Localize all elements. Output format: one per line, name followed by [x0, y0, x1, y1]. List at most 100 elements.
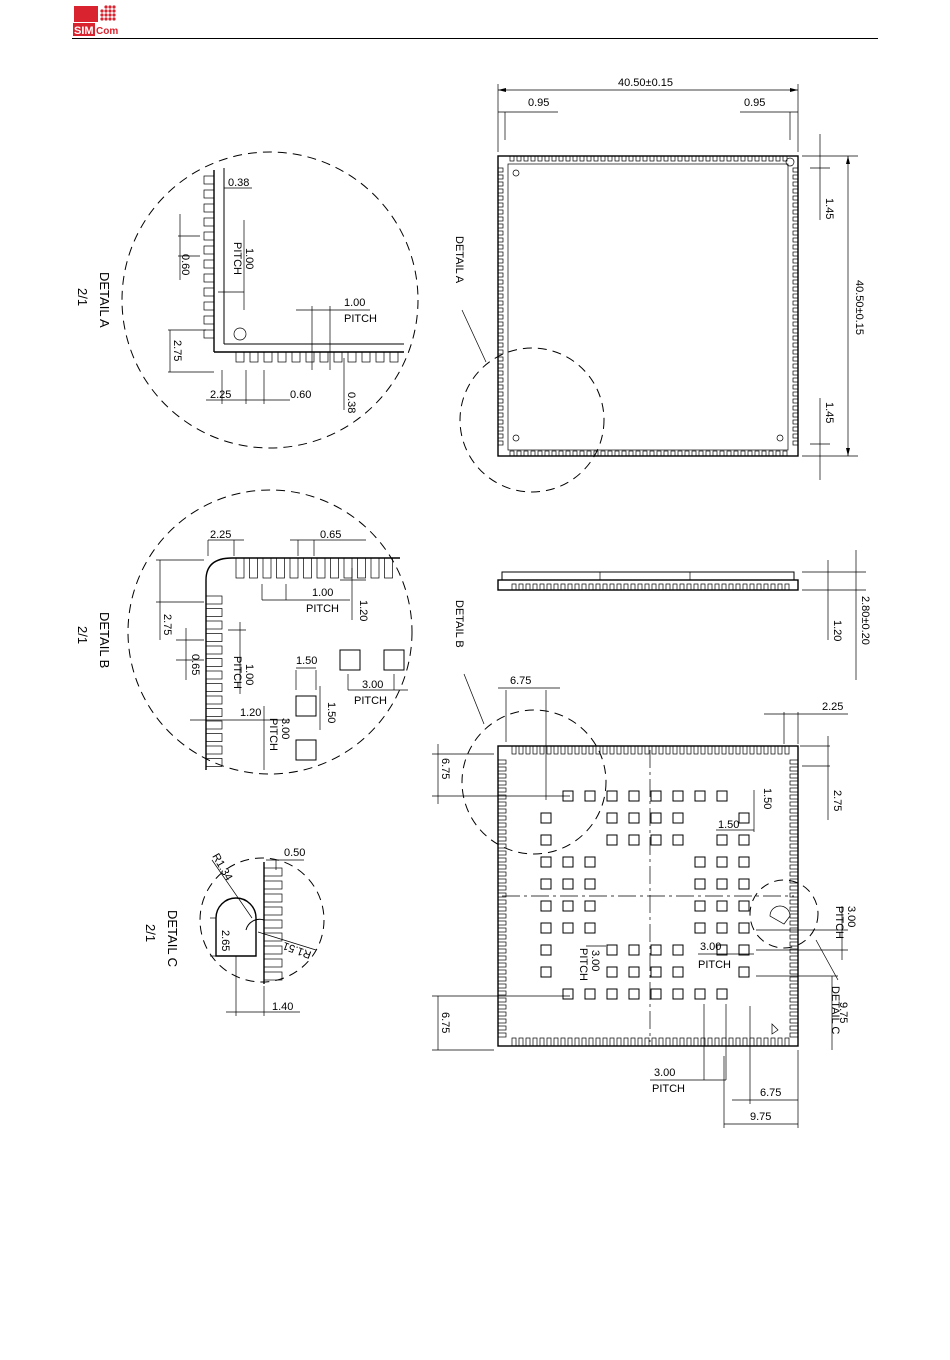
side-view-pin	[693, 583, 699, 591]
bottom-view-pad	[606, 966, 618, 978]
side-view-pin	[630, 583, 636, 591]
side-view-pin	[581, 583, 587, 591]
detail-a-dim-038-top: 0.38	[228, 177, 249, 189]
detail-b-dim-100-v-label: PITCH	[231, 656, 243, 689]
dim-height: 40.50±0.15	[853, 280, 865, 335]
bottom-view-pin	[789, 1025, 799, 1031]
bottom-view-pin	[756, 745, 762, 755]
bottom-view-pin	[735, 745, 741, 755]
top-view-pad	[792, 391, 799, 397]
top-view-pad	[782, 155, 788, 162]
detail-b: DETAIL B 2/1 2.25 0.65 2.75 1.00 PITCH 1…	[75, 489, 413, 775]
detail-b-pin	[205, 658, 223, 667]
bottom-view-pin	[518, 745, 524, 755]
bottom-view-pin	[789, 759, 799, 765]
side-view-pin	[707, 583, 713, 591]
top-view-pad	[792, 314, 799, 320]
bottom-view-pin	[497, 815, 507, 821]
top-view-pad	[792, 181, 799, 187]
bottom-view-pad	[540, 812, 552, 824]
side-view-pin	[588, 583, 594, 591]
side-view-pin	[525, 583, 531, 591]
top-view-pad	[614, 450, 620, 457]
bottom-view-pin	[574, 745, 580, 755]
top-view-pad	[497, 279, 504, 285]
bottom-view-pin	[789, 983, 799, 989]
bottom-dim-975-bottom: 9.75	[750, 1111, 771, 1123]
bottom-view-pad	[650, 988, 662, 1000]
top-view-pad	[712, 155, 718, 162]
detail-c-title: DETAIL C	[165, 910, 180, 967]
top-view-pad	[497, 286, 504, 292]
bottom-view-pin	[546, 1037, 552, 1047]
detail-a-pin	[203, 203, 215, 213]
detail-b-pin	[205, 733, 223, 742]
detail-c-pin	[263, 893, 283, 903]
bottom-view-pad	[716, 790, 728, 802]
detail-b-pin	[343, 557, 353, 579]
detail-a-pin	[249, 351, 259, 363]
bottom-view-pin	[742, 1037, 748, 1047]
top-view-pad	[698, 155, 704, 162]
top-view-pad	[551, 155, 557, 162]
detail-c: DETAIL C 2/1 R1.34 0.50 2.65 R1.51 1.40	[143, 847, 325, 1016]
detail-b-dim-300-h-label: PITCH	[354, 695, 387, 707]
bottom-view-pin	[789, 948, 799, 954]
bottom-view-pin	[789, 766, 799, 772]
bottom-view-pad	[716, 922, 728, 934]
bottom-view-pad	[716, 988, 728, 1000]
bottom-view-pin	[686, 745, 692, 755]
detail-b-pin	[316, 557, 326, 579]
bottom-view-pad	[694, 922, 706, 934]
bottom-view-pin	[567, 1037, 573, 1047]
bottom-view-pin	[581, 745, 587, 755]
side-view-pin	[609, 583, 615, 591]
side-view-pin	[511, 583, 517, 591]
bottom-dim-300-bottom-value: 3.00	[654, 1067, 675, 1079]
top-view-pad	[792, 328, 799, 334]
bottom-view-pad	[738, 900, 750, 912]
bottom-view-pin	[789, 913, 799, 919]
top-view-pad	[719, 450, 725, 457]
bottom-view-pin	[497, 969, 507, 975]
bottom-view-pin	[714, 1037, 720, 1047]
detail-b-pin	[205, 620, 223, 630]
bottom-view-pin	[497, 871, 507, 877]
detail-b-dim-275: 2.75	[161, 614, 173, 635]
top-view-pad	[497, 412, 504, 418]
bottom-view-pin	[789, 969, 799, 975]
bottom-view-pad	[628, 790, 640, 802]
top-view-pad	[497, 314, 504, 320]
top-view-pad	[649, 155, 655, 162]
top-view-pad	[792, 384, 799, 390]
bottom-view-pad	[650, 834, 662, 846]
side-view-pin	[539, 583, 545, 591]
bottom-view-pin	[497, 885, 507, 891]
bottom-view-pad	[672, 988, 684, 1000]
bottom-view-pin	[700, 745, 706, 755]
top-view-pad	[558, 450, 564, 457]
bottom-view-pad	[606, 812, 618, 824]
top-view-pad	[792, 356, 799, 362]
top-view-pad	[497, 398, 504, 404]
top-view-pad	[792, 209, 799, 215]
bottom-dim-975-right: 9.75	[837, 1002, 849, 1023]
bottom-view-pin	[672, 745, 678, 755]
bottom-view-pin	[789, 843, 799, 849]
top-view-pad	[600, 450, 606, 457]
top-view-pad	[551, 450, 557, 457]
bottom-view-pad	[540, 922, 552, 934]
side-view-pin	[714, 583, 720, 591]
bottom-view-pad	[738, 856, 750, 868]
top-view-pad	[775, 155, 781, 162]
bottom-view-pin	[693, 745, 699, 755]
side-view-pin	[777, 583, 783, 591]
top-view-pad	[670, 155, 676, 162]
top-view-pad	[792, 272, 799, 278]
detail-c-pin	[263, 945, 283, 955]
bottom-view-pad	[738, 812, 750, 824]
bottom-view-pin	[651, 1037, 657, 1047]
detail-b-pin	[289, 557, 299, 579]
detail-a-pin	[235, 351, 245, 363]
